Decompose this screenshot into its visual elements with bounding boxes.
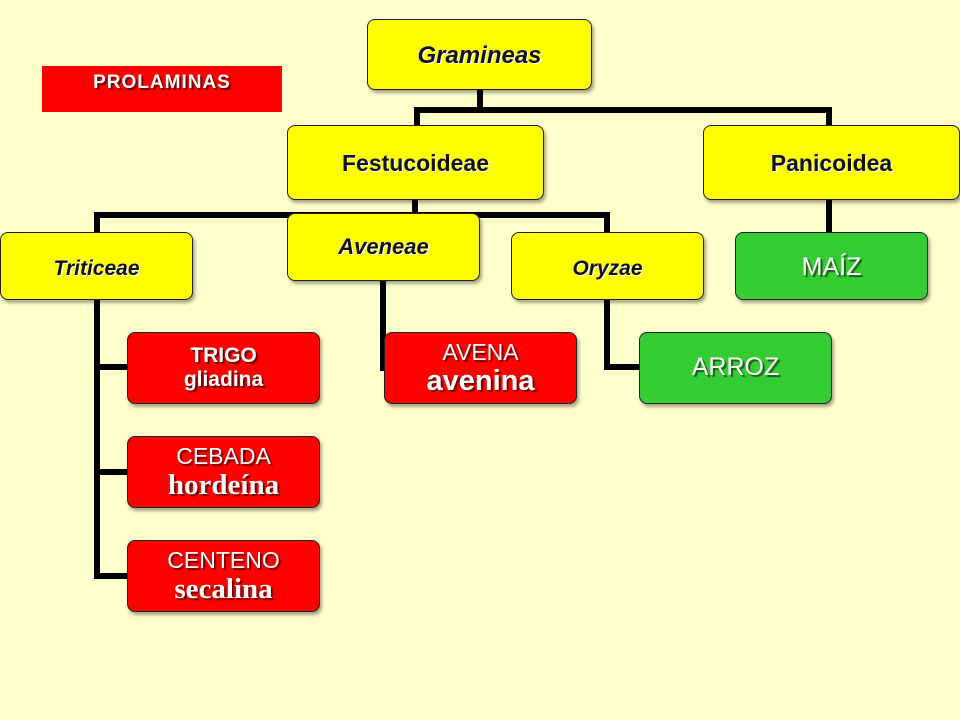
node-cebada-name: CEBADA	[176, 442, 271, 469]
node-gramineas: Gramineas	[367, 19, 592, 90]
node-cebada-protein: hordeína	[167, 468, 280, 501]
node-arroz: ARROZ	[639, 332, 832, 404]
node-trigo: TRIGO gliadina	[127, 332, 320, 404]
node-avena-name: AVENA	[442, 338, 519, 365]
node-triticeae-label: Triticeae	[53, 257, 140, 280]
node-cebada: CEBADA hordeína	[127, 436, 320, 508]
node-centeno: CENTENO secalina	[127, 540, 320, 612]
prolaminas-legend: PROLAMINAS	[42, 66, 282, 112]
node-oryzae: Oryzae	[511, 232, 704, 300]
node-avena-protein: avenina	[426, 364, 535, 397]
node-centeno-protein: secalina	[174, 572, 273, 605]
node-oryzae-label: Oryzae	[572, 257, 643, 280]
legend-label: PROLAMINAS	[93, 72, 231, 93]
node-maiz-label: MAÍZ	[801, 253, 862, 281]
node-aveneae: Aveneae	[287, 213, 480, 281]
node-festucoideae-label: Festucoideae	[342, 150, 489, 176]
node-avena: AVENA avenina	[384, 332, 577, 404]
node-trigo-protein: gliadina	[183, 368, 264, 391]
node-gramineas-label: Gramineas	[417, 42, 542, 69]
node-centeno-name: CENTENO	[167, 546, 280, 573]
node-aveneae-label: Aveneae	[338, 234, 429, 259]
node-festucoideae: Festucoideae	[287, 125, 544, 200]
node-panicoidea: Panicoidea	[703, 125, 960, 200]
node-maiz: MAÍZ	[735, 232, 928, 300]
node-triticeae: Triticeae	[0, 232, 193, 300]
node-panicoidea-label: Panicoidea	[770, 150, 893, 176]
node-arroz-label: ARROZ	[691, 353, 780, 381]
node-trigo-name: TRIGO	[190, 344, 257, 367]
